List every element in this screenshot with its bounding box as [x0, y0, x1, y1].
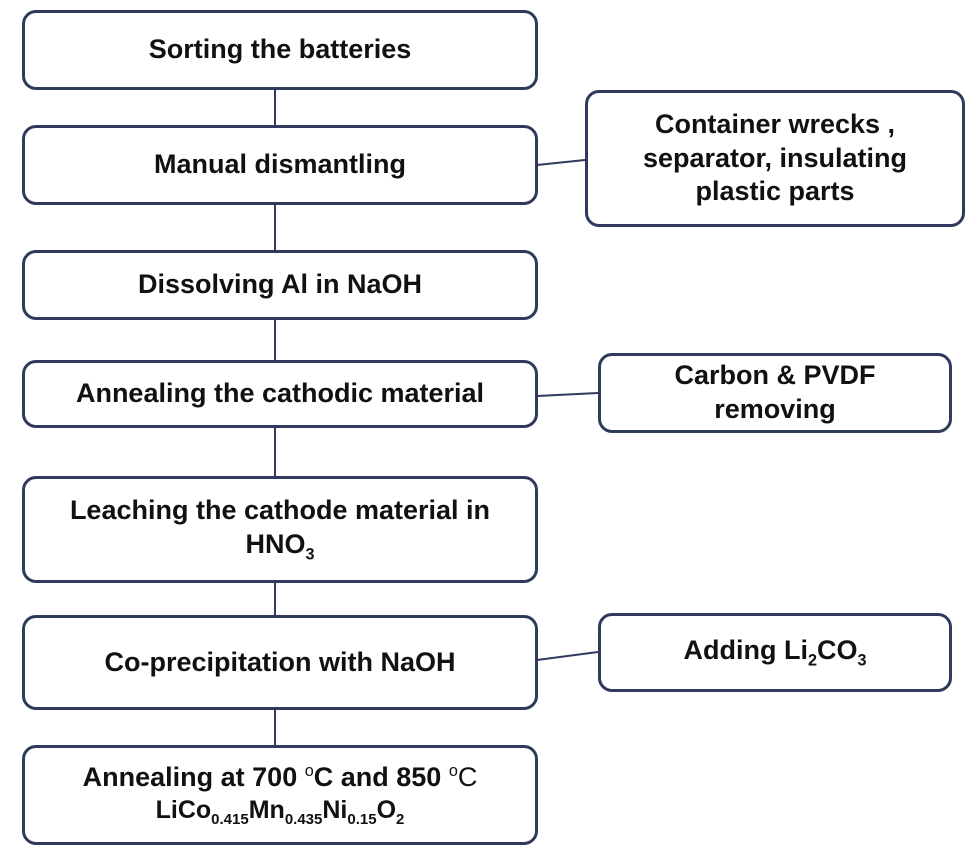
step-text: Sorting the batteries — [148, 34, 412, 65]
step-text: Leaching the cathode material in — [69, 495, 491, 526]
side-text: separator, insulating — [642, 142, 908, 173]
side-text-formula: Adding Li2CO3 — [683, 635, 867, 670]
step-co-precipitation: Co-precipitation with NaOH — [22, 615, 538, 710]
step-text: Manual dismantling — [153, 149, 407, 180]
side-text: removing — [714, 394, 836, 424]
step-dissolving-al: Dissolving Al in NaOH — [22, 250, 538, 320]
step-text: Annealing the cathodic material — [75, 378, 485, 409]
formula-subscript: 3 — [305, 545, 315, 564]
step-annealing-cathodic: Annealing the cathodic material — [22, 360, 538, 428]
step-final-annealing: Annealing at 700 oC and 850 oC LiCo0.415… — [22, 745, 538, 845]
connector-step6-side3 — [536, 651, 599, 661]
side-container-wrecks: Container wrecks , separator, insulating… — [585, 90, 965, 227]
product-formula: LiCo0.415Mn0.435Ni0.15O2 — [155, 795, 405, 828]
side-adding-li2co3: Adding Li2CO3 — [598, 613, 952, 692]
step-text-formula: HNO3 — [245, 528, 314, 565]
side-text: Carbon & PVDF — [674, 360, 876, 391]
side-text: Container wrecks , — [654, 108, 896, 139]
step-sorting-batteries: Sorting the batteries — [22, 10, 538, 90]
step-leaching-cathode: Leaching the cathode material in HNO3 — [22, 476, 538, 583]
step-text: Co-precipitation with NaOH — [104, 646, 456, 677]
connector-step4-side2 — [536, 392, 599, 397]
step-text: Dissolving Al in NaOH — [137, 269, 423, 300]
temperature-unit: C — [313, 761, 334, 792]
side-carbon-pvdf: Carbon & PVDF removing — [598, 353, 952, 433]
connector-step2-side1 — [536, 159, 586, 166]
formula-base: HNO — [245, 529, 306, 560]
degree-symbol: o — [304, 761, 314, 780]
temperature-unit: C — [457, 761, 478, 792]
degree-symbol: o — [448, 761, 458, 780]
side-text: plastic parts — [695, 176, 855, 207]
step-text-temperature: Annealing at 700 oC and 850 oC — [82, 761, 478, 792]
step-manual-dismantling: Manual dismantling — [22, 125, 538, 205]
